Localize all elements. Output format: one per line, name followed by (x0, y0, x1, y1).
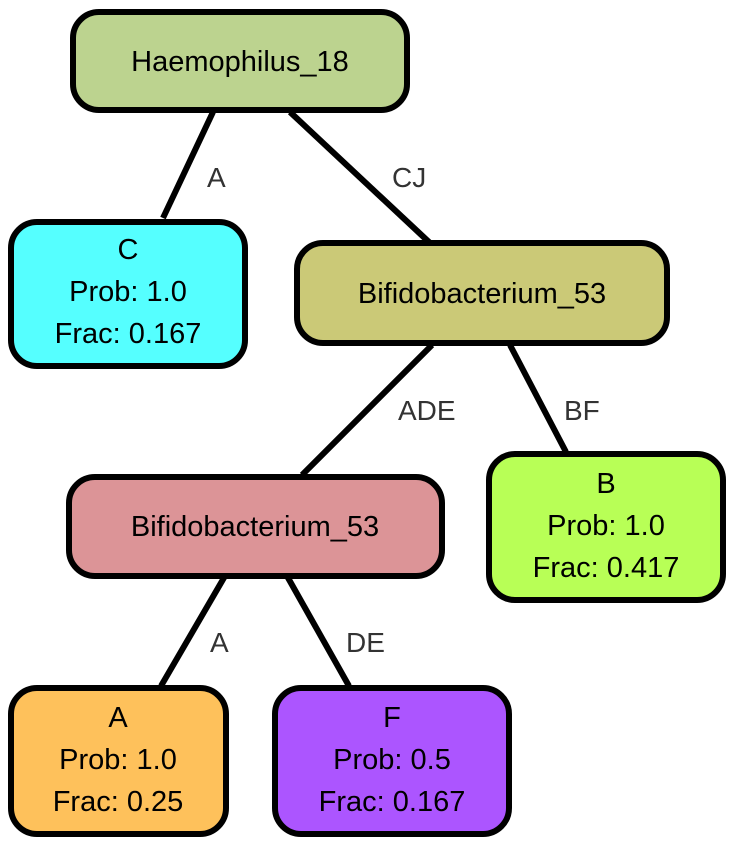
edge-root-to-bifidobacterium-top (287, 109, 433, 246)
edge-label-bifidobacterium-top-mid: ADE (398, 395, 456, 426)
node-b-frac: Frac: 0.417 (533, 552, 680, 584)
node-a-prob: Prob: 1.0 (59, 744, 177, 776)
edge-bifidobacterium-mid-to-a (158, 574, 228, 688)
edge-label-bifidobacterium-mid-a: A (210, 627, 229, 658)
node-a-box (8, 685, 229, 837)
node-f-box (272, 685, 512, 837)
node-root-box (70, 9, 410, 113)
node-a-label: A (108, 702, 128, 734)
node-b-label: B (596, 468, 615, 500)
edge-label-root-c: A (207, 162, 226, 193)
node-f-label: F (383, 702, 401, 734)
node-b-prob: Prob: 1.0 (547, 510, 665, 542)
node-c-prob: Prob: 1.0 (69, 276, 187, 308)
edge-root-to-c (160, 110, 216, 220)
edge-label-root-bifidobacterium-top: CJ (392, 162, 426, 193)
node-b-box (486, 451, 726, 603)
node-bifidobacterium-top-label: Bifidobacterium_53 (358, 278, 606, 310)
node-f-prob: Prob: 0.5 (333, 744, 451, 776)
node-a-frac: Frac: 0.25 (53, 786, 184, 818)
edge-label-bifidobacterium-top-b: BF (564, 395, 600, 426)
node-bifidobacterium-top-box (294, 240, 670, 346)
node-root-label: Haemophilus_18 (131, 46, 349, 78)
node-leaf-b: B Prob: 1.0 Frac: 0.417 (486, 451, 726, 603)
node-c-frac: Frac: 0.167 (55, 318, 202, 350)
node-haemophilus-18: Haemophilus_18 (70, 9, 410, 113)
node-bifidobacterium-mid-box (66, 474, 445, 579)
node-c-label: C (118, 234, 139, 266)
node-leaf-f: F Prob: 0.5 Frac: 0.167 (272, 685, 512, 837)
edge-bifidobacterium-top-to-b (507, 343, 569, 454)
edge-bifidobacterium-top-to-bifidobacterium-mid (299, 342, 435, 478)
edge-bifidobacterium-mid-to-f (284, 574, 352, 688)
node-bifidobacterium-53-top: Bifidobacterium_53 (294, 240, 670, 346)
edge-label-bifidobacterium-mid-f: DE (346, 627, 385, 658)
node-f-frac: Frac: 0.167 (319, 786, 466, 818)
node-leaf-a: A Prob: 1.0 Frac: 0.25 (8, 685, 229, 837)
node-bifidobacterium-mid-label: Bifidobacterium_53 (131, 511, 379, 543)
node-leaf-c: C Prob: 1.0 Frac: 0.167 (8, 219, 248, 369)
node-bifidobacterium-53-mid: Bifidobacterium_53 (66, 474, 445, 579)
node-c-box (8, 219, 248, 369)
